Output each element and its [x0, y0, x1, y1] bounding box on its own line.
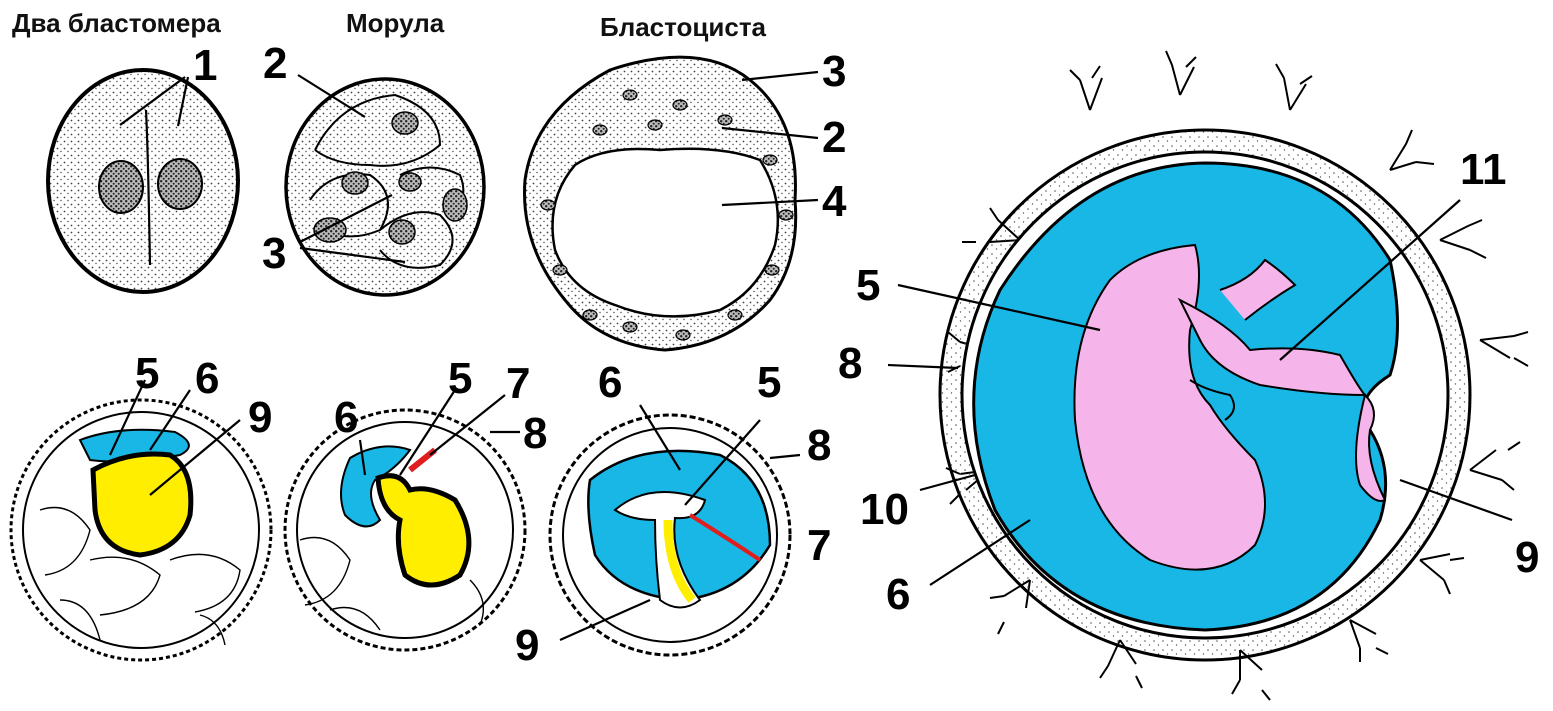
- label-2-blastocyst: 2: [822, 113, 846, 162]
- later-embryo-figure: 6 5 8 7 9: [515, 358, 831, 670]
- label-6-later: 6: [598, 358, 622, 407]
- label-6-mid: 6: [334, 393, 358, 442]
- label-5-fetus: 5: [856, 261, 880, 310]
- label-8-mid: 8: [523, 409, 547, 458]
- label-5-later: 5: [757, 358, 781, 407]
- label-6-early: 6: [195, 354, 219, 403]
- label-1: 1: [193, 41, 217, 90]
- label-8-later: 8: [807, 421, 831, 470]
- label-2-morula: 2: [263, 39, 287, 88]
- two-blastomeres-figure: 1: [48, 41, 238, 292]
- label-8-fetus: 8: [838, 339, 862, 388]
- label-7-mid: 7: [506, 359, 530, 408]
- label-10-fetus: 10: [860, 485, 909, 534]
- label-11-fetus: 11: [1460, 145, 1507, 194]
- fetus-figure: 5 8 10 6 11 9: [838, 51, 1539, 700]
- mid-embryo-figure: 6 5 7 8: [285, 354, 547, 650]
- label-9-early: 9: [248, 393, 272, 442]
- label-4-blastocyst: 4: [822, 177, 847, 226]
- blastocyst-figure: 3 2 4: [525, 47, 848, 350]
- label-3-morula: 3: [262, 229, 286, 278]
- label-3-blastocyst: 3: [822, 47, 846, 96]
- label-5-mid: 5: [448, 354, 472, 403]
- label-9-later: 9: [515, 621, 539, 670]
- label-5-early: 5: [135, 349, 159, 398]
- label-6-fetus: 6: [886, 570, 910, 619]
- label-7-later: 7: [807, 521, 831, 570]
- early-embryo-figure: 5 6 9: [11, 349, 272, 660]
- morula-figure: 2 3: [262, 39, 484, 295]
- label-9-fetus: 9: [1515, 533, 1539, 582]
